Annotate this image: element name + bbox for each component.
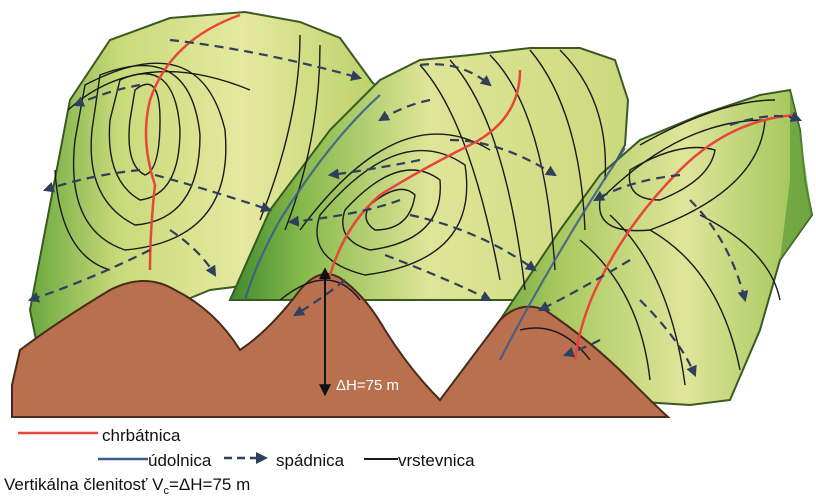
relief-label: ΔH=75 m	[336, 377, 399, 394]
legend-slope-swatch	[222, 451, 270, 465]
relief-caption: Vertikálna členitosť Vc=ΔH=75 m	[4, 476, 250, 497]
legend-valley-label: údolnica	[148, 452, 211, 469]
caption-prefix: Vertikálna členitosť V	[4, 475, 163, 494]
legend-contour-label: vrstevnica	[398, 452, 475, 469]
terrain-block-diagram: ΔH=75 m	[0, 0, 816, 430]
legend-ridge-label: chrbátnica	[102, 427, 180, 444]
legend-contour-swatch	[364, 454, 398, 464]
legend-slope-label: spádnica	[276, 452, 344, 469]
caption-suffix: =ΔH=75 m	[169, 475, 250, 494]
legend-valley-swatch	[98, 454, 148, 464]
legend-ridge-swatch	[18, 428, 98, 438]
